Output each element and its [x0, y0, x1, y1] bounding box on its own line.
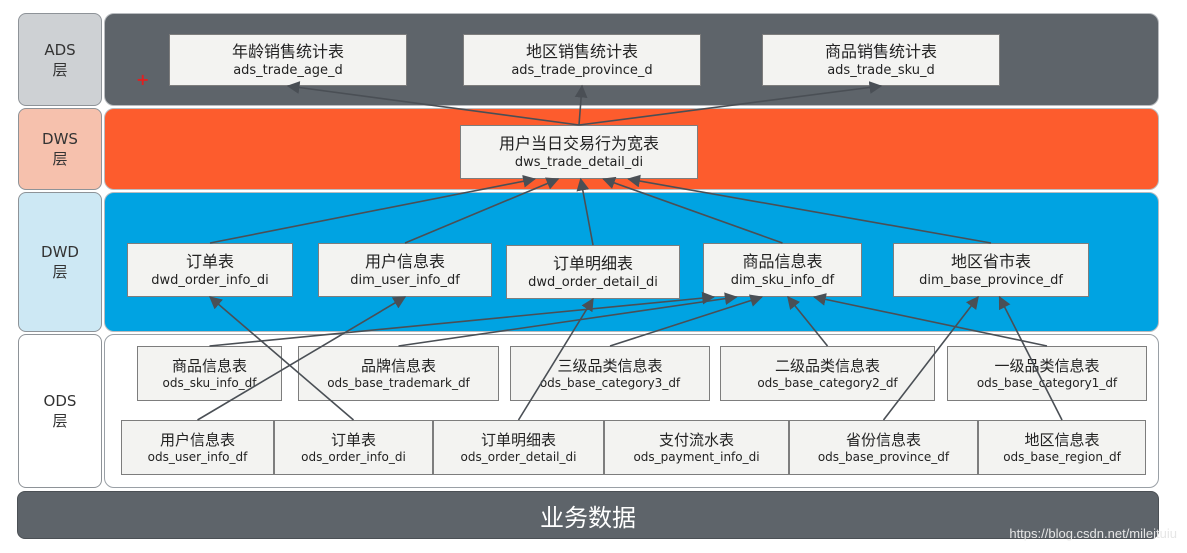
ods-table-base-category3[interactable]: 三级品类信息表 ods_base_category3_df [510, 346, 710, 401]
ods-table-base-trademark[interactable]: 品牌信息表 ods_base_trademark_df [298, 346, 499, 401]
lineage-arrow-dwd_3-to-dws_0 [602, 176, 783, 244]
table-en-name: dim_user_info_df [350, 272, 460, 288]
table-cn-name: 用户信息表 [364, 251, 445, 271]
table-cn-name: 订单表 [185, 251, 234, 271]
table-en-name: ads_trade_sku_d [827, 62, 935, 78]
table-cn-name: 商品信息表 [171, 356, 247, 375]
ods-table-base-province[interactable]: 省份信息表 ods_base_province_df [789, 420, 978, 475]
table-en-name: dwd_order_info_di [151, 272, 269, 288]
table-en-name: ods_base_province_df [817, 449, 950, 464]
table-cn-name: 订单表 [330, 430, 376, 449]
table-en-name: ods_user_info_df [147, 449, 248, 464]
lineage-arrow-ods2_4-to-dwd_4 [882, 295, 979, 421]
table-en-name: ods_base_category1_df [976, 375, 1118, 390]
business-data-bar: 业务数据 [17, 491, 1159, 539]
ods-layer-label: ODS 层 [18, 334, 102, 488]
table-cn-name: 用户当日交易行为宽表 [498, 133, 659, 153]
ads-table-age[interactable]: 年龄销售统计表 ads_trade_age_d [169, 34, 407, 86]
table-cn-name: 三级品类信息表 [557, 356, 663, 375]
dwd-layer-label: DWD 层 [18, 192, 102, 332]
table-cn-name: 年龄销售统计表 [231, 41, 344, 61]
table-en-name: ods_base_trademark_df [327, 375, 470, 390]
table-en-name: ods_order_detail_di [460, 449, 577, 464]
table-en-name: ods_order_info_di [301, 449, 406, 464]
table-en-name: ads_trade_age_d [233, 62, 343, 78]
lineage-arrow-ods2_2-to-dwd_2 [517, 297, 594, 421]
ods-table-user-info[interactable]: 用户信息表 ods_user_info_df [121, 420, 274, 475]
table-en-name: ods_sku_info_df [162, 375, 257, 390]
table-en-name: ods_base_region_df [1003, 449, 1121, 464]
table-cn-name: 订单明细表 [480, 430, 556, 449]
ods-table-base-region[interactable]: 地区信息表 ods_base_region_df [978, 420, 1146, 475]
lineage-arrow-ods1_2-to-dwd_3 [609, 294, 764, 347]
table-cn-name: 支付流水表 [658, 430, 734, 449]
lineage-arrow-ods1_0-to-dwd_3 [209, 291, 716, 347]
lineage-arrow-dws_0-to-ads_0 [286, 81, 580, 126]
table-cn-name: 地区省市表 [950, 251, 1031, 271]
lineage-arrow-dws_0-to-ads_1 [574, 84, 588, 126]
lineage-arrow-ods2_1-to-dwd_0 [209, 296, 355, 421]
dwd-table-order-detail[interactable]: 订单明细表 dwd_order_detail_di [506, 245, 680, 299]
business-data-label: 业务数据 [540, 503, 636, 532]
table-en-name: dws_trade_detail_di [514, 154, 644, 170]
table-cn-name: 商品信息表 [742, 251, 823, 271]
table-cn-name: 商品销售统计表 [824, 41, 937, 61]
table-en-name: ods_base_category2_df [757, 375, 898, 390]
lineage-arrow-ods2_0-to-dwd_1 [197, 296, 407, 421]
ods-table-payment-info[interactable]: 支付流水表 ods_payment_info_di [604, 420, 789, 475]
table-en-name: dim_base_province_df [919, 272, 1063, 288]
ads-table-sku[interactable]: 商品销售统计表 ads_trade_sku_d [762, 34, 1000, 86]
lineage-arrow-ods1_4-to-dwd_3 [812, 293, 1048, 347]
ods-layer-suffix: 层 [52, 412, 68, 430]
ads-layer-label: ADS 层 [18, 13, 102, 106]
ads-layer-name: ADS [44, 40, 76, 59]
ods-table-sku-info[interactable]: 商品信息表 ods_sku_info_df [137, 346, 282, 401]
ads-layer-suffix: 层 [52, 60, 68, 79]
dwd-layer-name: DWD [41, 243, 79, 261]
lineage-arrow-ods2_5-to-dwd_4 [998, 295, 1063, 421]
watermark: https://blog.csdn.net/mileituiu [1009, 526, 1177, 541]
ods-table-order-info[interactable]: 订单表 ods_order_info_di [274, 420, 433, 475]
table-cn-name: 省份信息表 [845, 430, 921, 449]
table-en-name: dwd_order_detail_di [528, 274, 658, 290]
table-cn-name: 二级品类信息表 [774, 356, 880, 375]
ods-table-base-category2[interactable]: 二级品类信息表 ods_base_category2_df [720, 346, 935, 401]
ods-table-order-detail[interactable]: 订单明细表 ods_order_detail_di [433, 420, 604, 475]
lineage-arrow-dwd_1-to-dws_0 [404, 177, 560, 244]
lineage-arrow-dwd_2-to-dws_0 [576, 177, 594, 246]
lineage-arrow-ods1_3-to-dwd_3 [787, 296, 829, 347]
table-cn-name: 一级品类信息表 [994, 356, 1100, 375]
dws-layer-suffix: 层 [52, 150, 68, 168]
table-cn-name: 品牌信息表 [360, 356, 436, 375]
ods-layer-name: ODS [43, 392, 77, 410]
dwd-table-base-province[interactable]: 地区省市表 dim_base_province_df [893, 243, 1089, 297]
lineage-arrow-dwd_4-to-dws_0 [627, 174, 992, 244]
dwd-layer-suffix: 层 [52, 263, 68, 281]
table-cn-name: 用户信息表 [159, 430, 235, 449]
annotation-plus-mark: + [136, 70, 150, 89]
dws-table-trade-detail[interactable]: 用户当日交易行为宽表 dws_trade_detail_di [460, 125, 698, 179]
dws-layer-label: DWS 层 [18, 108, 102, 190]
table-en-name: ads_trade_province_d [511, 62, 653, 78]
ads-table-province[interactable]: 地区销售统计表 ads_trade_province_d [463, 34, 701, 86]
lineage-arrow-dwd_0-to-dws_0 [209, 174, 536, 244]
dwd-table-sku-info[interactable]: 商品信息表 dim_sku_info_df [703, 243, 862, 297]
table-cn-name: 地区销售统计表 [525, 41, 638, 61]
table-cn-name: 地区信息表 [1024, 430, 1100, 449]
table-en-name: dim_sku_info_df [730, 272, 835, 288]
table-cn-name: 订单明细表 [552, 253, 633, 273]
table-en-name: ods_payment_info_di [633, 449, 760, 464]
table-en-name: ods_base_category3_df [539, 375, 681, 390]
lineage-arrow-dws_0-to-ads_2 [578, 81, 883, 126]
dws-layer-name: DWS [42, 130, 78, 148]
lineage-arrow-ods1_1-to-dwd_3 [398, 292, 738, 347]
